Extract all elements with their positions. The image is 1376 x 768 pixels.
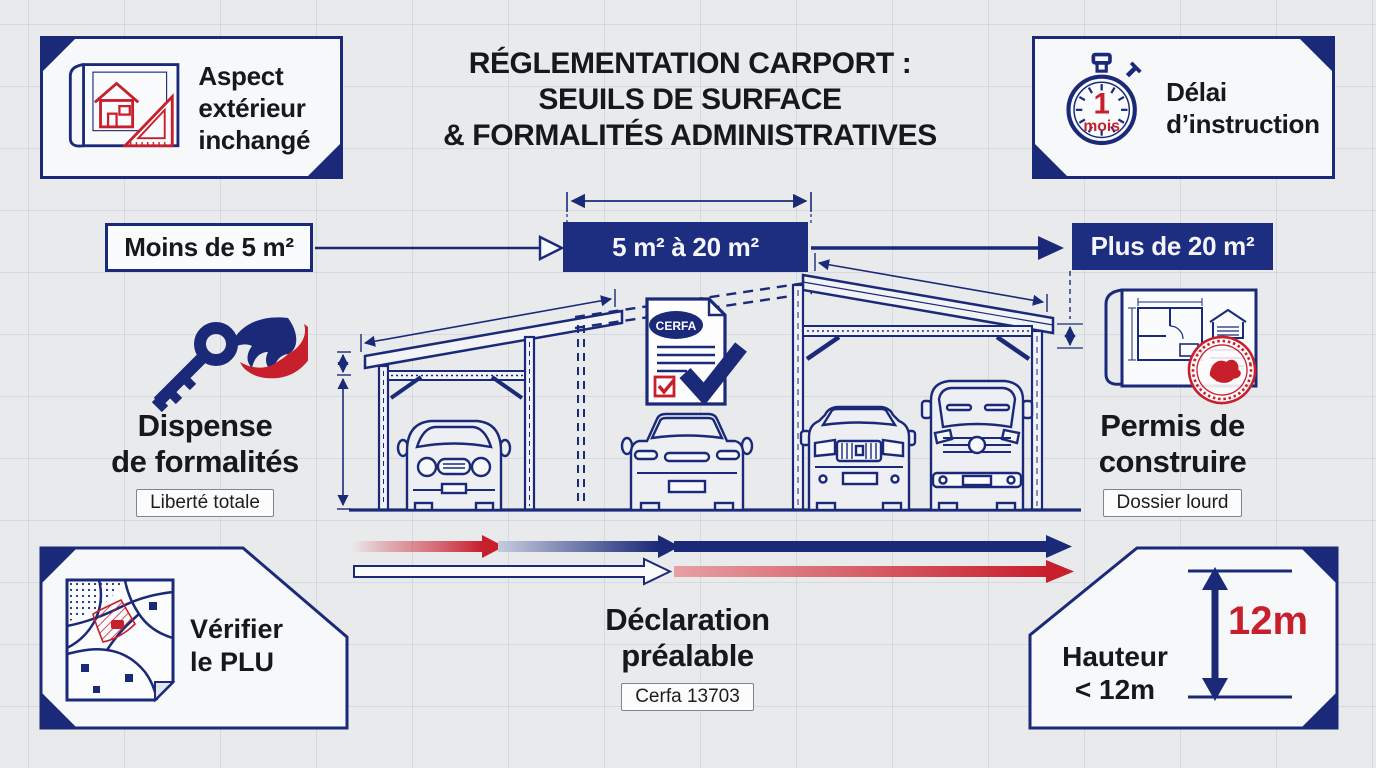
title-line-3: & FORMALITÉS ADMINISTRATIVES — [443, 119, 937, 152]
dispense-line-2: de formalités — [111, 444, 299, 479]
dispense-line-1: Dispense — [137, 408, 273, 443]
flow-arrow-top — [352, 535, 1072, 558]
badge-aspect-exterieur: Aspect extérieur inchangé — [40, 36, 343, 179]
key-icon — [151, 322, 238, 413]
dispense-tag: Liberté totale — [136, 489, 274, 517]
key-and-bird-icons — [151, 317, 308, 413]
threshold-5-20m2: 5 m² à 20 m² — [563, 222, 808, 272]
declaration-line-1: Déclaration — [605, 602, 770, 637]
stopwatch-unit: mois — [1083, 118, 1120, 135]
permis-line-1: Permis de — [1100, 408, 1245, 443]
plu-map-icon — [65, 578, 176, 703]
corner-triangle — [1299, 38, 1333, 72]
badge-hauteur-label: Hauteur < 12m — [1062, 641, 1168, 705]
badge-hauteur-shape — [1028, 546, 1339, 730]
outcome-permis: Permis de construire Dossier lourd — [1050, 408, 1295, 517]
blueprint-permit-stamp-icon — [1104, 288, 1258, 405]
cerfa-document-check-icon: CERFA — [645, 297, 747, 406]
carport-blueprint-illustration: CERFA — [337, 253, 1083, 512]
height-value: 12m — [1228, 599, 1308, 643]
outcome-declaration: Déclaration préalable Cerfa 13703 — [560, 602, 815, 711]
badge-plu-label: Vérifier le PLU — [190, 614, 284, 677]
stopwatch-value: 1 — [1093, 87, 1109, 120]
arrow-small-to-medium — [315, 235, 565, 261]
liberty-bird-icon — [230, 317, 308, 379]
badge-aspect-label: Aspect extérieur inchangé — [198, 60, 311, 155]
arrow-medium-to-large — [811, 236, 1064, 260]
blueprint-house-ruler-icon — [68, 62, 180, 147]
car-sedan — [620, 412, 754, 512]
height-dimension-icon: 12m — [1188, 567, 1308, 701]
declaration-line-2: préalable — [621, 638, 754, 673]
red-stamp-icon — [1187, 335, 1257, 405]
page-title: RÉGLEMENTATION CARPORT : SEUILS DE SURFA… — [380, 46, 1000, 154]
van — [920, 379, 1034, 512]
cerfa-label: CERFA — [656, 319, 697, 333]
title-line-2: SEUILS DE SURFACE — [538, 83, 842, 116]
car-suv — [799, 405, 917, 512]
permis-tag: Dossier lourd — [1102, 489, 1243, 517]
flow-arrow-bottom — [353, 557, 1074, 586]
threshold-plus-20m2: Plus de 20 m² — [1072, 223, 1273, 270]
declaration-tag: Cerfa 13703 — [621, 683, 754, 711]
outcome-dispense: Dispense de formalités Liberté totale — [70, 408, 340, 517]
formality-flow-arrows — [352, 535, 1074, 586]
badge-delai-instruction: 1 mois Délai d’instruction — [1032, 36, 1335, 179]
stopwatch-icon: 1 mois — [1066, 52, 1142, 145]
badge-delai-label: Délai d’instruction — [1166, 76, 1320, 139]
permis-line-2: construire — [1098, 444, 1247, 479]
car-mini — [396, 419, 512, 512]
title-line-1: RÉGLEMENTATION CARPORT : — [468, 47, 912, 80]
carport-small — [363, 309, 624, 512]
threshold-moins-5m2: Moins de 5 m² — [105, 223, 313, 272]
surface-dimension-arrow — [566, 192, 812, 226]
